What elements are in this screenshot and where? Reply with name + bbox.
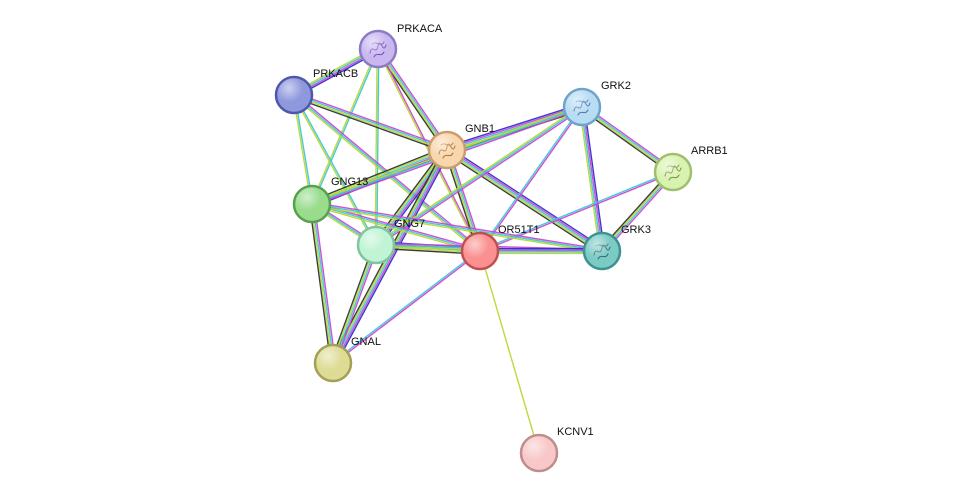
- edge-evidence-line: [313, 203, 337, 363]
- node-circle[interactable]: [519, 433, 559, 473]
- node-label: ARRB1: [691, 145, 728, 157]
- edge-evidence-line: [331, 244, 376, 363]
- edge-evidence-line: [312, 201, 603, 251]
- edge-evidence-line: [311, 147, 447, 204]
- node-gnb1[interactable]: GNB1: [427, 123, 495, 170]
- node-label: GNG13: [331, 176, 368, 188]
- node-circle[interactable]: [358, 29, 398, 69]
- edge-evidence-line: [294, 93, 448, 150]
- node-circle[interactable]: [292, 184, 332, 224]
- node-circle[interactable]: [653, 152, 693, 192]
- edge-evidence-line: [580, 107, 602, 252]
- edge-or51t1-kcnv1[interactable]: [479, 250, 540, 454]
- edge-gng13-grk3[interactable]: [311, 201, 603, 254]
- node-circle[interactable]: [274, 75, 314, 115]
- edge-evidence-line: [311, 203, 481, 252]
- node-circle[interactable]: [582, 231, 622, 271]
- edge-evidence-line: [310, 204, 333, 364]
- edge-evidence-line: [294, 92, 449, 149]
- edge-gnb1-grk3[interactable]: [444, 146, 605, 255]
- edge-evidence-line: [444, 152, 601, 255]
- edge-or51t1-grk3[interactable]: [480, 247, 602, 255]
- edge-evidence-line: [312, 49, 380, 205]
- edge-evidence-line: [293, 95, 447, 152]
- node-label: PRKACB: [313, 68, 358, 80]
- node-label: GNAL: [351, 336, 381, 348]
- node-label: KCNV1: [557, 426, 594, 438]
- edge-evidence-line: [333, 251, 481, 365]
- edge-evidence-line: [374, 105, 582, 245]
- edge-evidence-line: [582, 106, 604, 251]
- edge-evidence-line: [334, 245, 379, 365]
- node-circle[interactable]: [460, 231, 500, 271]
- edge-evidence-line: [310, 48, 378, 204]
- node-label: OR51T1: [498, 224, 540, 236]
- edge-evidence-line: [333, 245, 378, 364]
- edge-evidence-line: [447, 148, 604, 251]
- edge-evidence-line: [310, 146, 447, 202]
- node-circle[interactable]: [427, 130, 467, 170]
- edge-grk2-grk3[interactable]: [578, 106, 606, 252]
- edge-evidence-line: [445, 150, 602, 253]
- node-label: GNG7: [394, 218, 425, 230]
- edge-or51t1-gnal[interactable]: [332, 249, 481, 365]
- node-grk2[interactable]: GRK2: [562, 80, 631, 127]
- node-circle[interactable]: [356, 225, 396, 265]
- node-kcnv1[interactable]: KCNV1: [519, 426, 594, 473]
- edge-evidence-line: [480, 107, 584, 252]
- node-label: GNB1: [465, 123, 495, 135]
- edge-evidence-line: [308, 204, 332, 364]
- node-arrb1[interactable]: ARRB1: [653, 145, 728, 192]
- edge-evidence-line: [292, 96, 447, 153]
- edge-evidence-line: [376, 107, 584, 247]
- edge-evidence-line: [311, 204, 602, 254]
- edge-gng7-gnal[interactable]: [330, 243, 379, 365]
- edge-evidence-line: [311, 149, 448, 205]
- edge-evidence-line: [311, 203, 603, 252]
- node-prkaca[interactable]: PRKACA: [358, 23, 443, 69]
- edge-grk2-or51t1[interactable]: [478, 106, 584, 252]
- edge-evidence-line: [583, 106, 606, 251]
- node-label: GRK3: [621, 224, 651, 236]
- edge-evidence-line: [446, 104, 582, 150]
- edge-evidence-line: [330, 243, 375, 363]
- edge-evidence-line: [448, 146, 605, 249]
- edge-prkacb-gnb1[interactable]: [292, 92, 449, 153]
- edge-evidence-line: [479, 250, 540, 454]
- edge-evidence-line: [292, 95, 376, 246]
- edge-evidence-line: [312, 203, 335, 363]
- edge-gng13-gnal[interactable]: [308, 203, 337, 364]
- node-label: PRKACA: [397, 23, 443, 35]
- node-circle[interactable]: [313, 343, 353, 383]
- edge-evidence-line: [446, 149, 603, 252]
- edge-prkaca-gng13[interactable]: [310, 48, 380, 205]
- edge-evidence-line: [332, 249, 480, 363]
- node-label: GRK2: [601, 80, 631, 92]
- edge-evidence-line: [446, 106, 583, 151]
- edge-evidence-line: [445, 103, 582, 148]
- edge-evidence-line: [478, 106, 582, 251]
- node-circle[interactable]: [562, 87, 602, 127]
- edge-evidence-line: [578, 107, 601, 252]
